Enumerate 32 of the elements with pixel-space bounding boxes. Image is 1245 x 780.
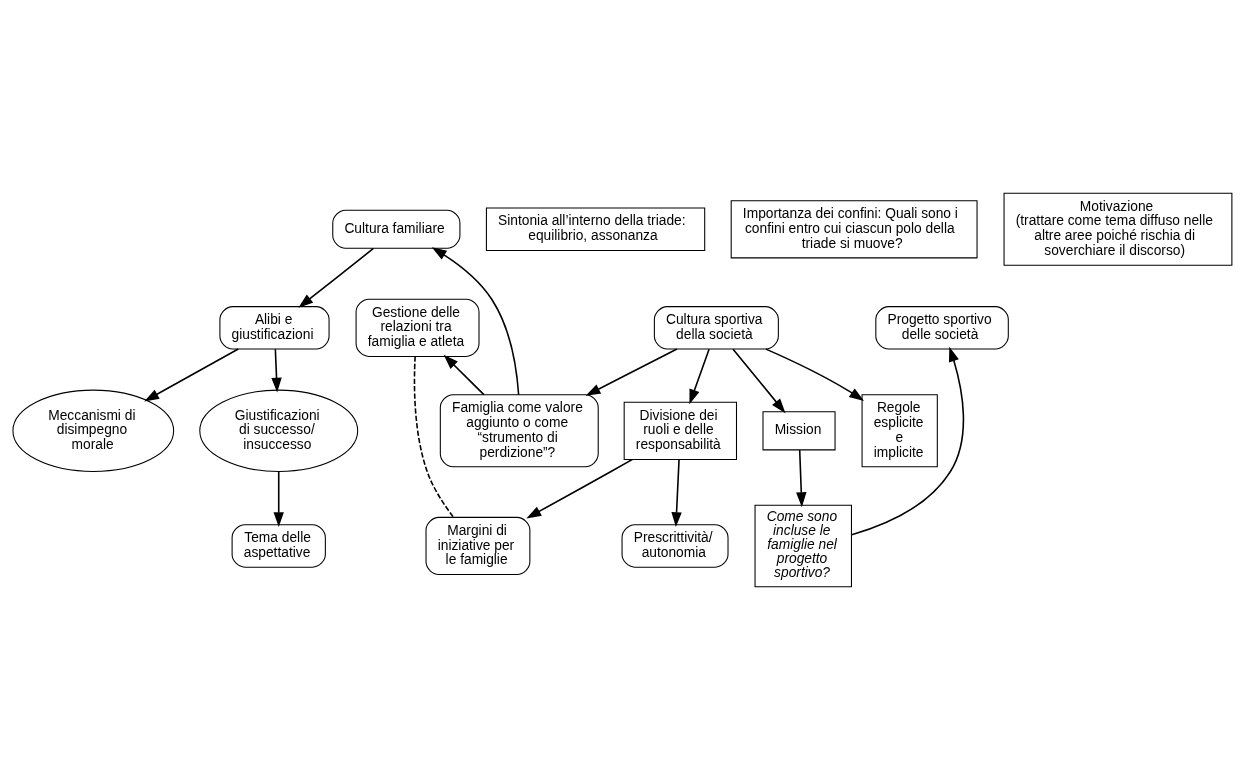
node-box: Motivazione (trattare come tema diffuso nelle altre aree poiché rischia di soverchiare il discorso): [1003, 192, 1233, 266]
arrow: [585, 348, 678, 396]
arrow: [851, 346, 965, 536]
arrow: [689, 348, 710, 405]
node-box: Prescrittività/ autonomia: [621, 524, 729, 568]
node-box: Progetto sportivo delle società: [875, 306, 1009, 350]
arrow: [144, 348, 240, 402]
arrow: [732, 348, 786, 414]
arrow: [273, 470, 284, 527]
arrow: [526, 458, 633, 519]
node-box: Tema delle aspettative: [231, 524, 326, 568]
node-box: Come sono incluse le famiglie nel progetto sportivo?: [754, 504, 852, 588]
node-box: Sintonia all’interno della triade: equilibrio, assonanza: [485, 207, 706, 251]
node-ellipse: Giustificazioni di successo/ insuccesso: [199, 389, 359, 472]
node-box: Margini di iniziative per le famiglie: [425, 516, 531, 576]
node-box: Cultura sportiva della società: [653, 306, 779, 350]
node-box: Famiglia come valore aggiunto o come “strumento di perdizione”?: [439, 394, 599, 468]
arrow: [765, 348, 865, 402]
arrow: [271, 348, 282, 393]
node-box: Importanza dei confini: Quali sono i confini entro cui ciascun polo della triade si muove?: [730, 200, 978, 259]
arrow: [298, 247, 375, 308]
arrow: [796, 449, 807, 508]
node-box: Gestione delle relazioni tra famiglia e atleta: [355, 298, 480, 357]
node-box: Divisione dei ruoli e delle responsabilità: [623, 401, 738, 460]
arrow: [671, 458, 682, 528]
arrow: [431, 247, 520, 396]
arrow: [443, 354, 485, 396]
node-box: Cultura familiare: [332, 209, 461, 249]
node-box: Alibi e giustificazioni: [219, 306, 330, 350]
node-box: Regole esplicite e implicite: [861, 394, 938, 468]
node-box: Mission: [762, 411, 836, 451]
connector: [413, 355, 455, 518]
